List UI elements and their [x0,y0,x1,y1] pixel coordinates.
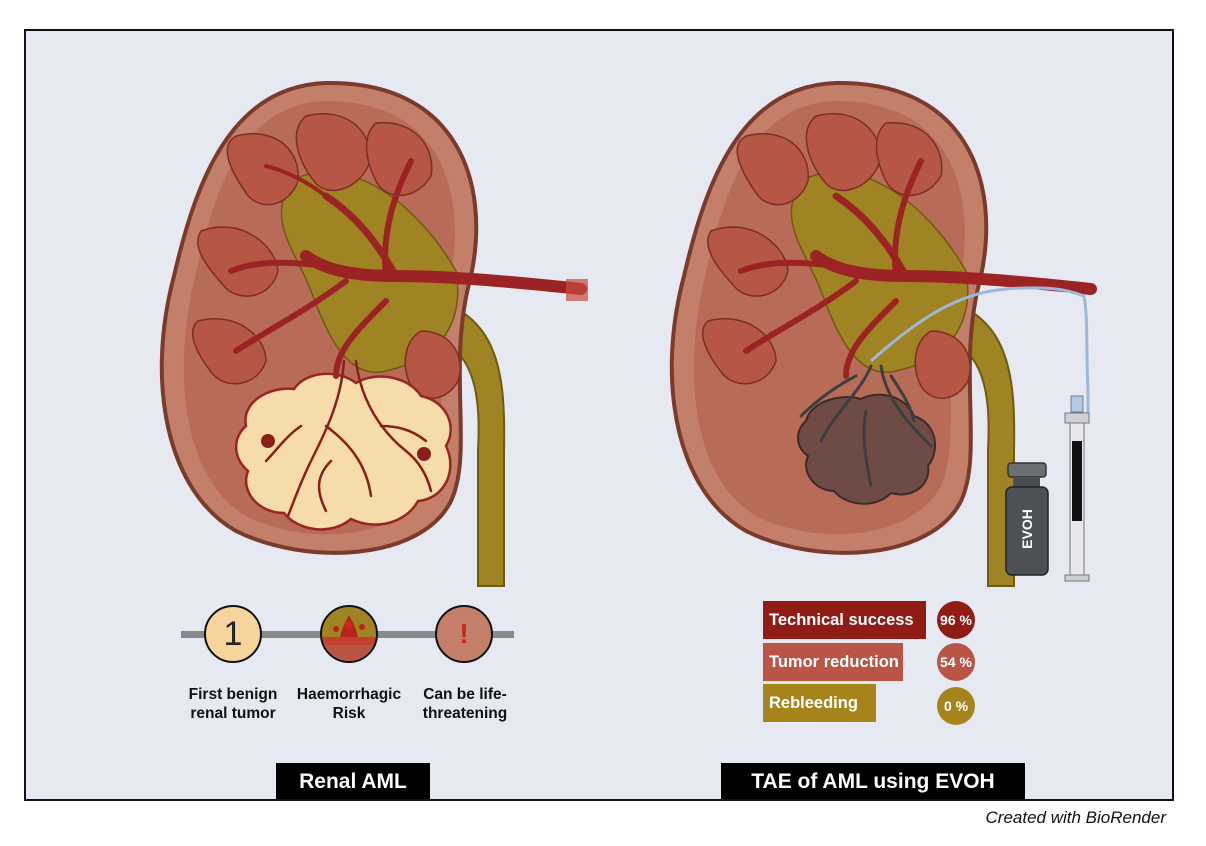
step-one-circle: 1 [204,605,262,663]
step-label-line: Can be life- [423,686,507,703]
result-bar-tumor-reduction: Tumor reduction [763,643,903,681]
figure-frame: EVOH 1 ! First benign renal tumor Haemor… [24,29,1174,801]
step-label-line: First benign [188,686,278,703]
result-value: 54 % [940,654,972,670]
step-label-second: Haemorrhagic Risk [284,685,414,723]
result-label: Tumor reduction [769,652,899,671]
result-value-technical-success: 96 % [937,601,975,639]
syringe-icon [1064,395,1090,582]
haemorrhage-drawing [322,615,376,661]
caption-renal-aml: Renal AML [276,763,430,799]
caption-text: TAE of AML using EVOH [751,770,995,793]
caption-text: Renal AML [299,770,407,793]
result-value-tumor-reduction: 54 % [937,643,975,681]
result-bar-rebleeding: Rebleeding [763,684,876,722]
step-label-third: Can be life- threatening [400,685,530,723]
number-one-icon: 1 [223,614,243,653]
result-value: 96 % [940,612,972,628]
left-kidney [159,80,588,587]
step-label-line: Risk [332,705,366,722]
caption-tae-evoh: TAE of AML using EVOH [721,763,1025,799]
exclamation-icon: ! [459,618,469,649]
result-bar-technical-success: Technical success [763,601,926,639]
credit-text: Created with BioRender [985,808,1166,827]
step-label-line: threatening [422,705,508,722]
evoh-vial-icon [1005,462,1049,576]
result-label: Technical success [769,610,914,629]
step-label-first: First benign renal tumor [168,685,298,723]
step-three-circle: ! [435,605,493,663]
vial-label: EVOH [1019,509,1035,549]
result-value: 0 % [943,698,969,714]
kidney-illustrations [159,80,1097,587]
step-label-line: Haemorrhagic [296,686,402,703]
step-label-line: renal tumor [190,705,276,722]
right-kidney [669,80,1097,587]
haemorrhage-icon [320,605,378,663]
result-value-rebleeding: 0 % [937,687,975,725]
result-label: Rebleeding [769,693,858,712]
